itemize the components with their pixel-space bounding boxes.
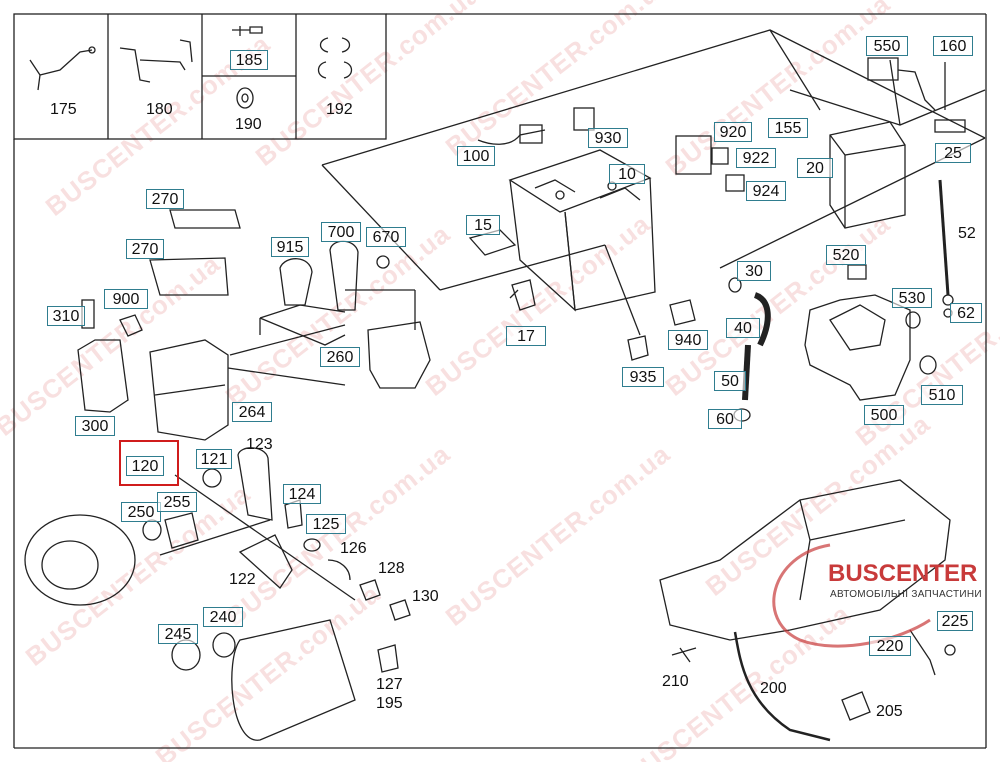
part-box-270-top[interactable]: 270 [146, 189, 184, 209]
parts-frame [13, 13, 387, 140]
bracket-180 [119, 39, 193, 83]
part-box-220[interactable]: 220 [869, 636, 911, 656]
part-box-62[interactable]: 62 [950, 303, 982, 323]
bolt-185 [232, 26, 263, 36]
part-box-250[interactable]: 250 [121, 502, 161, 522]
part-label-195: 195 [376, 695, 403, 712]
part-box-15[interactable]: 15 [466, 215, 500, 235]
part-box-60[interactable]: 60 [708, 409, 742, 429]
part-box-930[interactable]: 930 [588, 128, 628, 148]
part-label-175: 175 [50, 101, 77, 118]
part-box-500[interactable]: 500 [864, 405, 904, 425]
part-box-124[interactable]: 124 [283, 484, 321, 504]
part-box-300[interactable]: 300 [75, 416, 115, 436]
part-label-52: 52 [958, 225, 976, 242]
part-box-25[interactable]: 25 [935, 143, 971, 163]
part-box-260[interactable]: 260 [320, 347, 360, 367]
starter [231, 619, 356, 741]
part-box-915[interactable]: 915 [271, 237, 309, 257]
part-box-185[interactable]: 185 [230, 50, 268, 70]
part-box-100[interactable]: 100 [457, 146, 495, 166]
selected-part-highlight [119, 440, 179, 486]
part-box-670[interactable]: 670 [366, 227, 406, 247]
part-label-205: 205 [876, 703, 903, 720]
part-box-10[interactable]: 10 [609, 164, 645, 184]
part-label-128: 128 [378, 560, 405, 577]
part-box-270-bottom[interactable]: 270 [126, 239, 164, 259]
part-box-120[interactable]: 120 [126, 456, 164, 476]
module-300 [77, 339, 129, 413]
box-20 [829, 121, 906, 229]
part-box-530[interactable]: 530 [892, 288, 932, 308]
brand-subtitle: АВТОМОБІЛЬНІ ЗАПЧАСТИНИ [830, 589, 982, 600]
part-box-900[interactable]: 900 [104, 289, 148, 309]
bracket-500 [804, 294, 911, 401]
engine-transmission [659, 479, 951, 641]
nut-190 [236, 87, 254, 109]
part-box-121[interactable]: 121 [196, 449, 232, 469]
part-box-40[interactable]: 40 [726, 318, 760, 338]
bracket-175 [29, 49, 93, 91]
part-label-180: 180 [146, 101, 173, 118]
part-box-700[interactable]: 700 [321, 222, 361, 242]
part-box-550[interactable]: 550 [866, 36, 908, 56]
part-box-924[interactable]: 924 [746, 181, 786, 201]
part-box-510[interactable]: 510 [921, 385, 963, 405]
part-box-245[interactable]: 245 [158, 624, 198, 644]
part-label-123: 123 [246, 436, 273, 453]
part-box-264[interactable]: 264 [232, 402, 272, 422]
part-label-130: 130 [412, 588, 439, 605]
part-box-935[interactable]: 935 [622, 367, 664, 387]
part-box-310[interactable]: 310 [47, 306, 85, 326]
alternator [24, 514, 136, 606]
part-box-225[interactable]: 225 [937, 611, 973, 631]
part-label-190: 190 [235, 116, 262, 133]
part-box-125[interactable]: 125 [306, 514, 346, 534]
part-box-155[interactable]: 155 [768, 118, 808, 138]
part-label-126: 126 [340, 540, 367, 557]
part-box-50[interactable]: 50 [714, 371, 746, 391]
part-box-922[interactable]: 922 [736, 148, 776, 168]
part-box-30[interactable]: 30 [737, 261, 771, 281]
part-label-127: 127 [376, 676, 403, 693]
part-box-255[interactable]: 255 [157, 492, 197, 512]
part-box-20[interactable]: 20 [797, 158, 833, 178]
clips-192 [317, 37, 353, 79]
part-box-520[interactable]: 520 [826, 245, 866, 265]
fusebox-264 [149, 339, 229, 441]
part-label-210: 210 [662, 673, 689, 690]
brand-logo-text: BUSCENTER [828, 560, 978, 587]
part-box-160[interactable]: 160 [933, 36, 973, 56]
part-box-240[interactable]: 240 [203, 607, 243, 627]
part-box-17[interactable]: 17 [506, 326, 546, 346]
part-box-920[interactable]: 920 [714, 122, 752, 142]
part-label-122: 122 [229, 571, 256, 588]
part-label-200: 200 [760, 680, 787, 697]
housing-260 [367, 321, 431, 389]
part-label-192: 192 [326, 101, 353, 118]
part-box-940[interactable]: 940 [668, 330, 708, 350]
